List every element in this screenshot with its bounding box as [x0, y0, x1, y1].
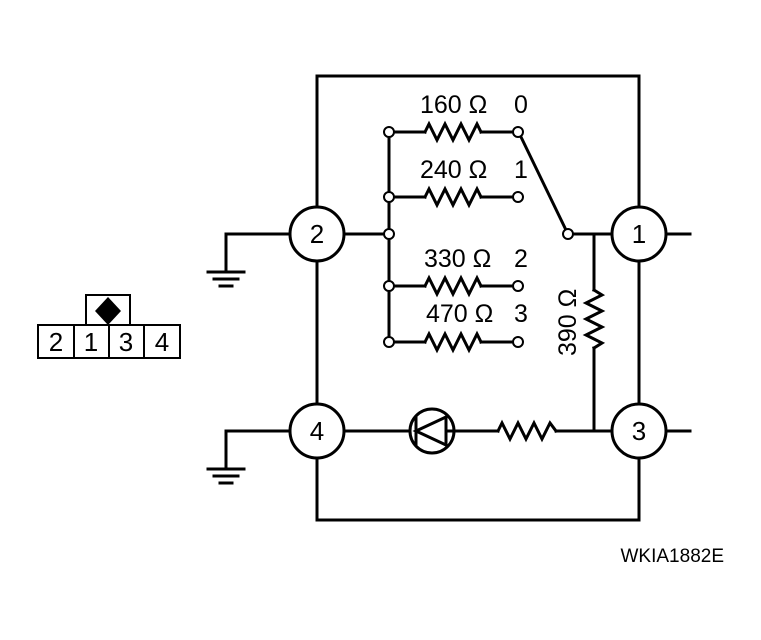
connector-pin-label: 4 — [155, 327, 169, 357]
diode — [408, 407, 456, 455]
terminal-2: 2 — [288, 205, 346, 263]
label-390-value: 390 Ω — [554, 289, 582, 356]
label-160-value: 160 Ω — [420, 91, 487, 119]
figure-code: WKIA1882E — [621, 546, 725, 567]
connector-pin-label: 2 — [49, 327, 63, 357]
node-bus-terminal2 — [383, 228, 395, 240]
resistor-240 — [422, 185, 520, 209]
node-470-right — [512, 336, 524, 348]
diamond-icon — [95, 297, 121, 325]
label-330-value: 330 Ω — [424, 245, 491, 273]
ground-symbol-upper — [206, 232, 292, 288]
node-330-left — [383, 280, 395, 292]
terminal-1: 1 — [610, 205, 668, 263]
connector-pin-label: 3 — [119, 327, 133, 357]
resistor-160 — [387, 120, 520, 144]
label-160-position: 0 — [514, 91, 528, 119]
node-240-left — [383, 191, 395, 203]
terminal-3: 3 — [610, 402, 668, 460]
label-330-position: 2 — [514, 245, 528, 273]
node-240-right — [512, 191, 524, 203]
ground-symbol-lower — [206, 429, 292, 485]
node-160-right — [512, 126, 524, 138]
node-470-left — [383, 336, 395, 348]
terminal-2-label: 2 — [310, 219, 324, 249]
label-470-value: 470 Ω — [426, 300, 493, 328]
node-330-right — [512, 280, 524, 292]
terminal-4-label: 4 — [310, 416, 324, 446]
terminal-4: 4 — [288, 402, 346, 460]
label-470-position: 3 — [514, 300, 528, 328]
terminal-1-label: 1 — [632, 219, 646, 249]
label-240-value: 240 Ω — [420, 156, 487, 184]
node-switch-common — [562, 228, 574, 240]
connector-pin-label: 1 — [84, 327, 98, 357]
resistor-470 — [387, 330, 520, 354]
label-240-position: 1 — [514, 156, 528, 184]
terminal-3-label: 3 — [632, 416, 646, 446]
resistor-indicator — [495, 419, 559, 443]
resistor-330 — [422, 274, 520, 298]
node-160-left — [383, 126, 395, 138]
switch-arm — [518, 134, 569, 233]
switch-housing — [315, 74, 641, 522]
resistor-390 — [582, 287, 606, 351]
connector-icon: 2 1 3 4 — [37, 294, 181, 359]
